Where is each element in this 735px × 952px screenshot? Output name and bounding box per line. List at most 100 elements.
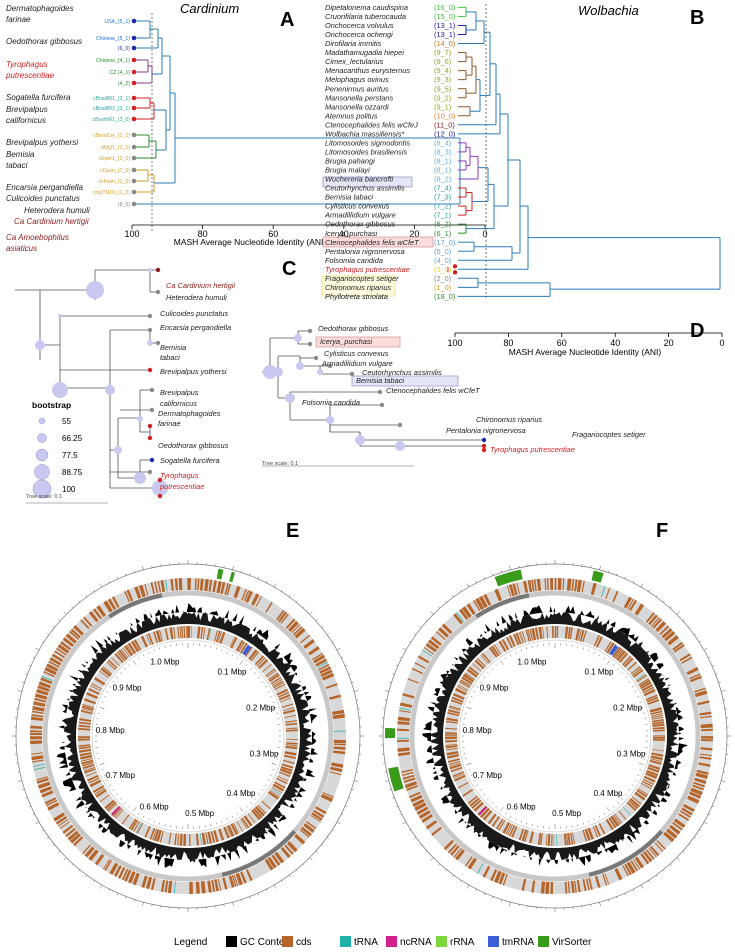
cds-feature [144,825,151,838]
cds-feature [247,813,256,824]
panel-a-taxon: Oedothorax gibbosus [6,37,82,46]
genome-inner-tick [617,802,619,804]
cds-feature [284,714,297,719]
cds-feature [124,645,133,657]
cds-feature [417,655,430,664]
cds-feature [446,717,459,722]
cds-feature [268,672,279,681]
cds-feature [244,646,253,657]
genome-position-label: 0.5 Mbp [552,809,581,818]
cds-feature [623,657,634,668]
genome-inner-tick [479,681,482,683]
cds-feature [634,791,646,801]
genome-inner-tick [267,690,270,693]
genome-outer-tick [500,899,503,902]
bootstrap-circle [326,416,334,424]
cds-feature [643,775,656,783]
panel-b-taxon: Ctenocephalides felis wCfeJ [325,120,418,129]
genome-inner-tick [159,822,161,825]
panel-b-taxon: Atemnus politus [324,111,378,120]
panel-a-node-labels: USA_(5_1)Chinese_(5_1)(6_0)Chinese_(4_1)… [93,18,137,208]
cds-feature [574,880,577,893]
cds-feature [642,778,655,786]
genome-outer-tick [332,641,335,643]
cds-feature [159,830,164,843]
cds-feature [598,823,606,835]
panel-b-taxon: Pentalonia nigronervosa [325,247,405,256]
trna-feature [208,628,212,641]
genome-outer-tick [354,780,359,782]
genome-outer-tick [296,600,298,603]
cds-feature [189,833,191,846]
panel-b-taxon: Melophagus ovinus [325,75,389,84]
genome-outer-tick [395,664,398,667]
genome-inner-tick [236,812,239,815]
cds-feature [402,774,415,780]
genome-outer-tick [309,611,313,615]
genome-inner-tick [226,651,228,654]
genome-inner-tick [257,793,260,796]
cds-feature [397,747,410,752]
panel-c-letter: C [282,258,296,280]
cds-feature [678,813,690,822]
cds-feature [41,790,54,798]
bootstrap-circle [86,281,104,299]
genome-inner-tick [473,690,476,693]
cds-feature [278,771,291,778]
genome-inner-tick [261,681,264,683]
cds-feature [466,603,476,616]
cds-feature [689,675,702,683]
cds-feature [493,644,502,655]
cds-feature [641,684,653,692]
cds-feature [614,648,623,659]
cds-feature [277,775,289,782]
cds-feature [507,824,514,836]
cds-feature [241,817,250,829]
cds-feature [140,635,148,648]
cds-feature [277,691,290,698]
genome-outer-tick [640,884,644,889]
cds-feature [124,590,131,603]
genome-inner-tick [272,769,275,771]
panel-b-node-label: (7_3) [434,193,451,202]
cds-feature [629,599,637,612]
cds-feature [482,865,491,878]
cds-feature [81,762,94,767]
cds-feature [285,742,298,745]
cds-feature [174,833,178,846]
cds-feature [205,832,209,845]
genome-inner-tick [612,664,615,667]
cds-feature [659,625,670,636]
genome-outer-tick [682,850,685,853]
cds-feature [557,578,562,591]
panel-b-taxon: Cimex_lectularius [325,57,384,66]
cds-feature [248,649,258,661]
cds-feature [401,768,414,774]
panel-a-taxon: Brevipalpus yothersi [6,138,78,147]
cds-feature [414,802,427,811]
cds-feature [30,730,43,733]
cds-feature [473,600,481,612]
cds-feature [481,652,491,663]
cds-feature [565,833,569,846]
panel-b-taxon: Tyrophagus putrescentiae [325,265,410,274]
cds-feature [308,646,320,656]
cds-feature [285,738,298,740]
panel-a-node-label: (8_0) [118,202,130,208]
panel-b-taxa: Dipetalonema caudispina(16_0)Cruorifilar… [324,3,455,301]
panel-b-taxon: Brugia malayi [325,166,370,175]
genome-outer-tick [438,606,441,609]
cds-feature [333,739,346,744]
panel-a-tip-dot [131,80,137,86]
panel-b: Wolbachia B Dipetalonema caudispina(16_0… [321,3,725,357]
cds-feature [149,827,156,840]
cds-feature [32,706,45,712]
cds-feature [480,654,490,665]
panel-a-tick-label: 80 [198,229,208,239]
panel-b-tip-dot [452,270,458,275]
virsorter-region [494,569,523,587]
genome-outer-tick [408,641,411,643]
